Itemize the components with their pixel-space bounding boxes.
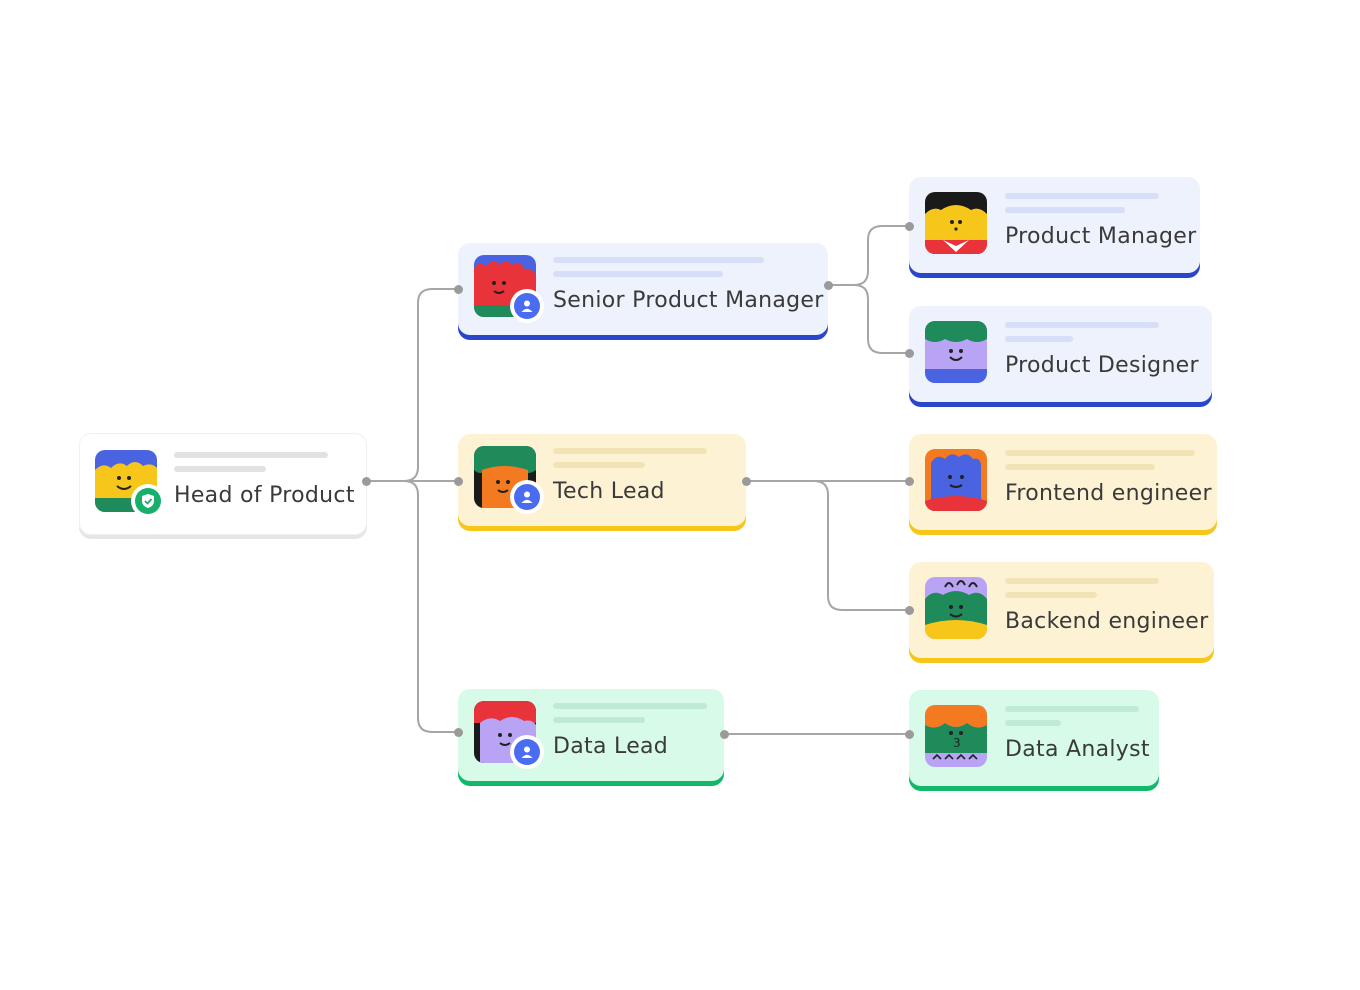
connector-dot [905,222,914,231]
connector-dot [824,281,833,290]
label-tech-lead: Tech Lead [553,479,665,504]
avatar-data-analyst: 3 [925,705,987,767]
placeholder-line [1005,706,1139,712]
card-backend-engineer[interactable]: Backend engineer [909,562,1214,658]
shield-check-icon [131,484,165,518]
connector-head-data-lead [366,480,458,733]
connector-dot [454,728,463,737]
connector-dot [742,477,751,486]
person-icon [510,735,544,769]
placeholder-line [1005,193,1159,199]
avatar-product-manager [925,192,987,254]
person-icon [510,289,544,323]
svg-text:3: 3 [953,736,961,750]
connector-dot [905,606,914,615]
placeholder-line [553,717,645,723]
card-product-manager[interactable]: Product Manager [909,177,1200,273]
connector-dot [905,349,914,358]
placeholder-line [1005,578,1159,584]
card-data-analyst[interactable]: 3 Data Analyst [909,690,1159,786]
card-data-lead[interactable]: Data Lead [458,689,724,781]
placeholder-line [553,703,707,709]
connector-dot [720,730,729,739]
label-data-analyst: Data Analyst [1005,737,1150,762]
placeholder-line [553,462,645,468]
connector-dot [454,285,463,294]
connector-dot [905,477,914,486]
placeholder-line [553,271,723,277]
avatar-product-designer [925,321,987,383]
card-senior-product-manager[interactable]: Senior Product Manager [458,243,828,335]
card-head-of-product[interactable]: Head of Product [79,433,367,535]
card-frontend-engineer[interactable]: Frontend engineer [909,434,1217,530]
placeholder-line [1005,592,1097,598]
placeholder-line [1005,207,1125,213]
placeholder-line [174,466,266,472]
connector-head-senior-pm [366,288,458,482]
label-data-lead: Data Lead [553,734,669,759]
label-backend-engineer: Backend engineer [1005,609,1209,634]
placeholder-line [1005,720,1061,726]
label-frontend-engineer: Frontend engineer [1005,481,1212,506]
connector-senior-pm-product-designer [828,284,909,354]
connector-dot [905,730,914,739]
placeholder-line [553,448,707,454]
placeholder-line [553,257,764,263]
connector-dot [362,477,371,486]
placeholder-line [174,452,328,458]
card-product-designer[interactable]: Product Designer [909,306,1212,402]
avatar-backend-engineer [925,577,987,639]
connector-dot [454,477,463,486]
avatar-frontend-engineer [925,449,987,511]
label-product-manager: Product Manager [1005,224,1197,249]
placeholder-line [1005,450,1195,456]
card-tech-lead[interactable]: Tech Lead [458,434,746,526]
placeholder-line [1005,336,1073,342]
label-head-of-product: Head of Product [174,483,355,508]
placeholder-line [1005,464,1155,470]
placeholder-line [1005,322,1159,328]
person-icon [510,480,544,514]
label-senior-product-manager: Senior Product Manager [553,288,824,313]
label-product-designer: Product Designer [1005,353,1199,378]
connector-tech-lead-backend [746,480,909,611]
connector-senior-pm-product-manager [828,225,909,286]
